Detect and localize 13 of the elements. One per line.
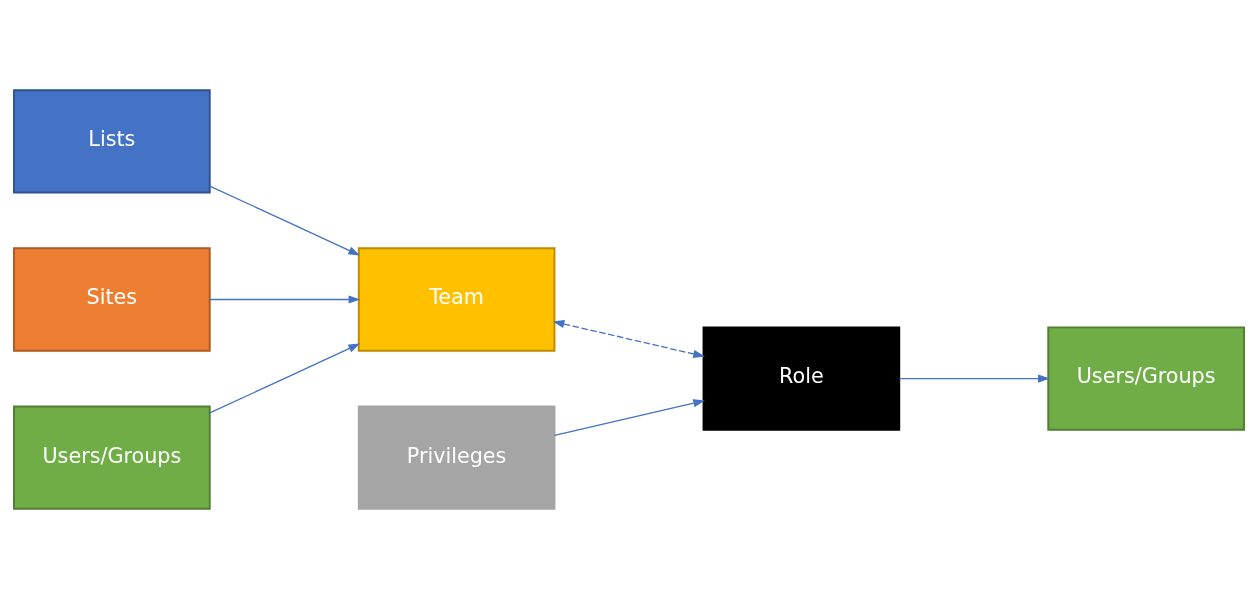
arrow [553, 398, 705, 436]
node-box: Privileges [357, 404, 556, 510]
node-box: Users/Groups [1047, 325, 1245, 431]
arrow [898, 373, 1050, 383]
node-box: Sites [13, 246, 211, 352]
node-box: Users/Groups [13, 404, 211, 510]
arrow [552, 319, 705, 358]
arrow [209, 343, 361, 414]
arrow [209, 294, 361, 304]
node-box: Role [702, 325, 901, 431]
node-box: Lists [13, 88, 211, 194]
node-box: Team [357, 246, 556, 352]
arrow [209, 184, 361, 255]
